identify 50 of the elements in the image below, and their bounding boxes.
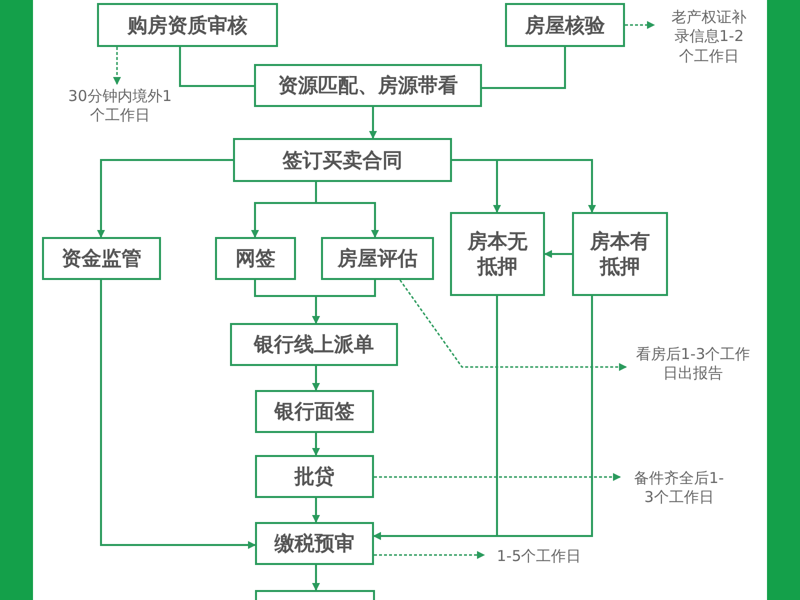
arrow [452,159,596,213]
dashed-arrow [374,551,485,559]
step-label: 批贷 [294,464,334,489]
process-box [42,237,161,280]
arrow [312,366,320,391]
process-box [450,212,545,296]
duration-note: 看房后1-3个工作日出报告 [634,344,752,384]
process-box [572,212,668,296]
step-label: 购房资质审核 [128,12,248,38]
arrow [312,280,376,324]
dashed-arrow [399,279,627,371]
process-box [233,138,452,182]
process-box [321,237,434,280]
process-box [255,390,374,433]
arrow [315,182,379,238]
arrow [373,296,593,540]
step-label: 房屋评估 [338,246,418,271]
process-box [255,522,374,565]
step-label: 资源匹配、房源带看 [278,73,458,98]
arrow [544,250,572,258]
process-box [254,64,482,107]
process-box [230,323,398,366]
step-label: 资金监管 [62,246,142,271]
step-label: 银行线上派单 [254,332,374,357]
arrow [369,107,377,139]
step-label: 网签 [236,246,276,271]
dashed-arrow [625,21,655,29]
connector-line [179,47,254,87]
arrow [97,159,233,238]
connector-line [482,47,566,89]
arrow [100,280,256,549]
step-label: 房本有抵押 [590,229,650,279]
duration-note: 老产权证补录信息1-2个工作日 [670,8,748,66]
step-label: 银行面签 [274,399,354,424]
arrow [312,433,320,456]
process-box [255,455,374,498]
process-box [97,3,278,47]
step-label: 房屋核验 [525,12,605,38]
duration-note: 备件齐全后1-3个工作日 [634,468,724,508]
dashed-arrow [113,47,121,85]
arrow [312,498,320,523]
process-box [505,3,625,47]
duration-note: 30分钟内境外1个工作日 [67,86,173,126]
step-label: 房本无抵押 [468,229,528,279]
dashed-arrow [374,473,621,481]
duration-note: 1-5个工作日 [496,547,582,567]
arrow [312,565,320,591]
step-label: 签订买卖合同 [282,148,402,172]
step-label: 缴税预审 [274,531,354,556]
process-box [215,237,296,280]
